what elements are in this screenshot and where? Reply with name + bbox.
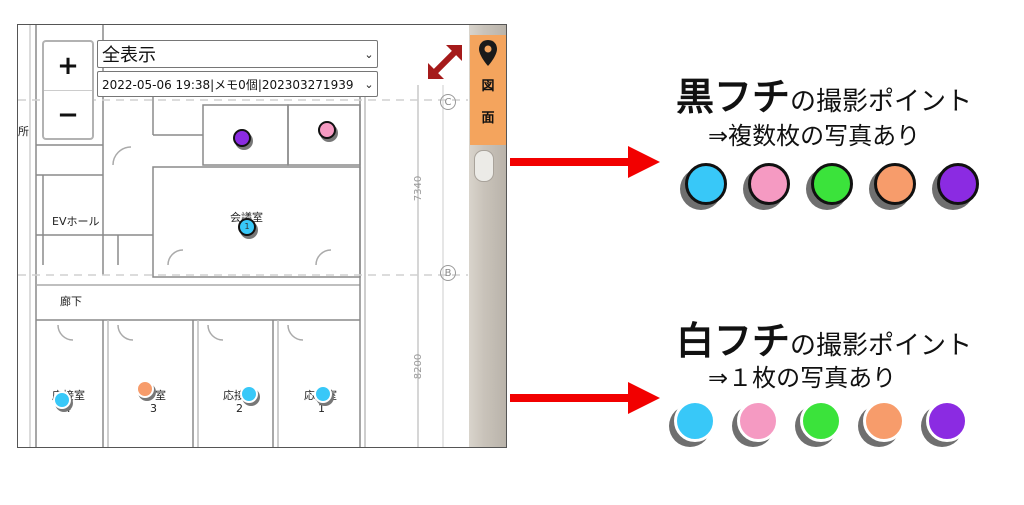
legend-dot-black-purple	[937, 163, 979, 205]
zoom-control: + −	[42, 40, 94, 140]
room-label-cut: 所	[18, 125, 29, 138]
chevron-down-icon: ⌄	[364, 47, 374, 61]
tab-label-1: 図	[481, 79, 495, 94]
legend-white-title: 白フチの撮影ポイント	[676, 319, 973, 363]
view-select-value: 全表示	[102, 45, 156, 66]
marker-orange-reception-3[interactable]	[136, 380, 154, 398]
legend-dot-white-cyan	[674, 400, 716, 442]
marker-pink-black-ring[interactable]	[318, 121, 336, 139]
record-select[interactable]: 2022-05-06 19:38|メモ0個|202303271939 ⌄	[97, 71, 378, 97]
grid-mark-c: C	[440, 94, 456, 110]
legend-dot-white-pink	[737, 400, 779, 442]
legend-dot-white-orange	[863, 400, 905, 442]
legend-dot-black-green	[811, 163, 853, 205]
marker-cyan-reception-2[interactable]	[240, 385, 258, 403]
chevron-down-icon: ⌄	[364, 77, 374, 91]
room-label-reception-3: 室	[155, 389, 166, 402]
marker-cyan-reception-1[interactable]	[314, 385, 332, 403]
legend-black-subtitle: ⇒複数枚の写真あり	[708, 122, 921, 150]
dimension-8200: 8200	[413, 353, 425, 380]
dimension-7340: 7340	[413, 175, 425, 202]
marker-purple-black-ring[interactable]	[233, 129, 251, 147]
legend-dot-white-green	[800, 400, 842, 442]
room-label-ev-hall: EVホール	[52, 215, 100, 228]
marker-cyan-meeting-room[interactable]: 1	[238, 218, 256, 236]
map-panel[interactable]: 所 EVホール 会議室 廊下 応接室 4 室 3 応接 2 応接室 1 C B …	[17, 24, 507, 448]
grid-mark-b: B	[440, 265, 456, 281]
zoom-out-button[interactable]: −	[57, 100, 79, 130]
zoom-in-button[interactable]: +	[44, 42, 92, 91]
room-number-4: 4	[64, 402, 71, 415]
arrow-right-icon	[510, 146, 660, 178]
marker-count: 1	[244, 222, 250, 231]
floor-plan-tab[interactable]: 図 面	[470, 35, 506, 145]
legend-black-title: 黒フチの撮影ポイント	[676, 75, 973, 119]
marker-cyan-reception-4[interactable]	[53, 391, 71, 409]
door-knob-photo	[474, 150, 494, 182]
legend-dot-black-cyan	[685, 163, 727, 205]
map-pin-icon	[479, 40, 497, 66]
legend-dot-white-purple	[926, 400, 968, 442]
tab-label-2: 面	[481, 111, 495, 126]
legend-white-subtitle: ⇒１枚の写真あり	[708, 364, 897, 392]
room-number-1: 1	[318, 402, 325, 415]
view-select[interactable]: 全表示 ⌄	[97, 40, 378, 68]
room-number-2: 2	[236, 402, 243, 415]
record-select-value: 2022-05-06 19:38|メモ0個|202303271939	[102, 77, 354, 92]
room-number-3: 3	[150, 402, 157, 415]
legend-dot-black-pink	[748, 163, 790, 205]
arrow-right-icon	[510, 382, 660, 414]
room-label-corridor: 廊下	[60, 295, 82, 308]
room-label-meeting: 会議室	[230, 209, 263, 225]
legend-dot-black-orange	[874, 163, 916, 205]
room-label-reception-2: 応接	[223, 389, 245, 402]
expand-diagonal-icon[interactable]	[422, 39, 468, 85]
